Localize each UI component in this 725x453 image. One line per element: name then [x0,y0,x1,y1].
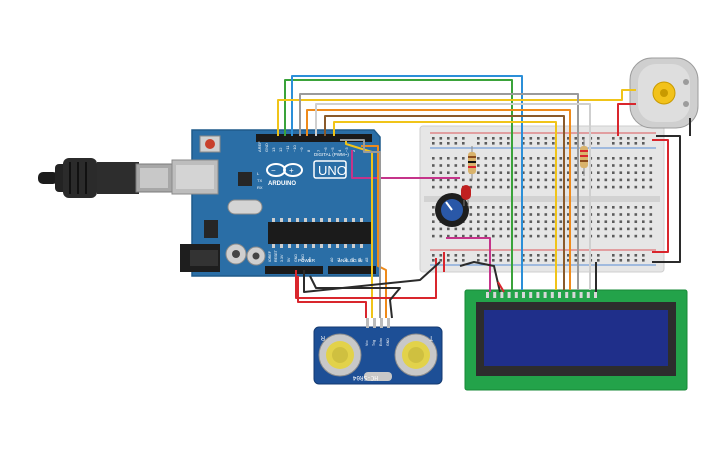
pin-2-label: 2 [351,149,356,152]
pin-5v-label: 5V [287,257,291,262]
pin-13-label: 13 [271,147,276,152]
wire-magenta-led [351,150,460,179]
sensor-pin-trig: Trig [372,340,376,346]
wire-brown-d7 [324,115,565,290]
wire-yellow-d6 [333,121,557,290]
wire-blue-d12 [291,75,523,290]
digital-label: DIGITAL (PWM~) [314,152,349,157]
pin-aref-label: AREF [257,141,262,152]
led-icon [461,185,471,206]
led-rx-label: RX [257,185,263,190]
pin-3v3-label: 3.3V [280,254,284,262]
wire-red-lcd-bl [497,281,505,293]
pin-vin-label: Vin [308,257,312,262]
pin-9-label: ~9 [299,147,304,152]
wire-black-rail-right [652,135,681,263]
arduino-model: UNO [318,163,347,178]
pin-3-label: ~3 [344,147,349,152]
pin-10-label: ~10 [292,144,297,152]
analog-header [328,266,376,274]
sensor-t-mark: T [429,334,433,340]
pin-4-label: 4 [337,149,342,152]
ultrasonic-sensor: HC-SR04 R T Vcc Trig Echo GND [313,318,443,385]
arduino-uno-board: − + ARDUINO UNO DIGITAL (PWM~) POWER ANA… [171,129,381,277]
wire-gray-echo [340,139,381,318]
pin-12-label: 12 [278,147,283,152]
resistor-icon [468,140,588,180]
arduino-logo: − + ARDUINO UNO [266,160,347,187]
pin-a5-label: A5 [365,258,369,262]
pin-reset-label: RESET [274,249,278,262]
pin-8-label: 8 [306,149,311,152]
digital-header [256,134,372,142]
arduino-brand: ARDUINO [268,181,296,187]
wire-black-pot [459,261,501,293]
pin-gnd-label: GND [264,143,269,152]
pin-a3-label: A3 [351,258,355,262]
pin-gnd2-label: GND [301,254,305,262]
wire-red-sensor [297,276,367,318]
pin-6-label: ~6 [323,147,328,152]
wire-gray-d10 [299,93,579,290]
wire-black-gnd [303,261,441,293]
sensor-model: HC-SR04 [352,374,378,381]
wire-orange-trig [361,145,387,318]
wire-black-sensor-gnd [309,275,401,319]
wire-yellow-echo [345,140,373,318]
wire-green-d13 [284,79,513,290]
power-label: POWER [298,258,316,263]
pin-a1-label: A1 [337,258,341,262]
wire-yellow-d11 [277,89,636,136]
sensor-pin-gnd: GND [386,338,390,346]
sensor-pin-echo: Echo [379,338,383,346]
wire-red-motor [617,103,636,136]
pin-11-label: ~11 [285,145,290,152]
potentiometer-icon [435,193,469,227]
analog-label: ANALOG IN [338,258,363,263]
wire-magenta-pot [446,237,491,292]
sensor-pin-vcc: Vcc [365,340,369,346]
pin-a2-label: A2 [344,258,348,262]
pin-a0-label: A0 [330,258,334,262]
lcd-16x2-display [464,289,688,391]
wires [277,75,691,319]
lcd-pin-row [486,292,597,298]
wire-red-5v [295,258,437,299]
pin-ioref-label: IOREF [268,250,272,262]
power-header [265,266,323,274]
breadboard [419,125,665,273]
led-tx-label: TX [257,178,262,183]
led-l-label: L [257,171,260,176]
pin-5-label: ~5 [330,147,335,152]
svg-text:−: − [271,166,276,175]
pin-gnd1-label: GND [294,254,298,262]
pin-a4-label: A4 [358,258,362,262]
wire-orange-d9 [306,109,571,290]
wire-white-d8 [315,103,591,290]
wire-red-rail-right [652,139,669,253]
motor-icon [629,57,699,129]
sensor-r-mark: R [320,334,325,340]
pin-7-label: 7 [316,149,321,152]
atmega-chip [268,222,372,244]
usb-cable-icon [38,158,173,198]
svg-text:+: + [289,166,294,175]
